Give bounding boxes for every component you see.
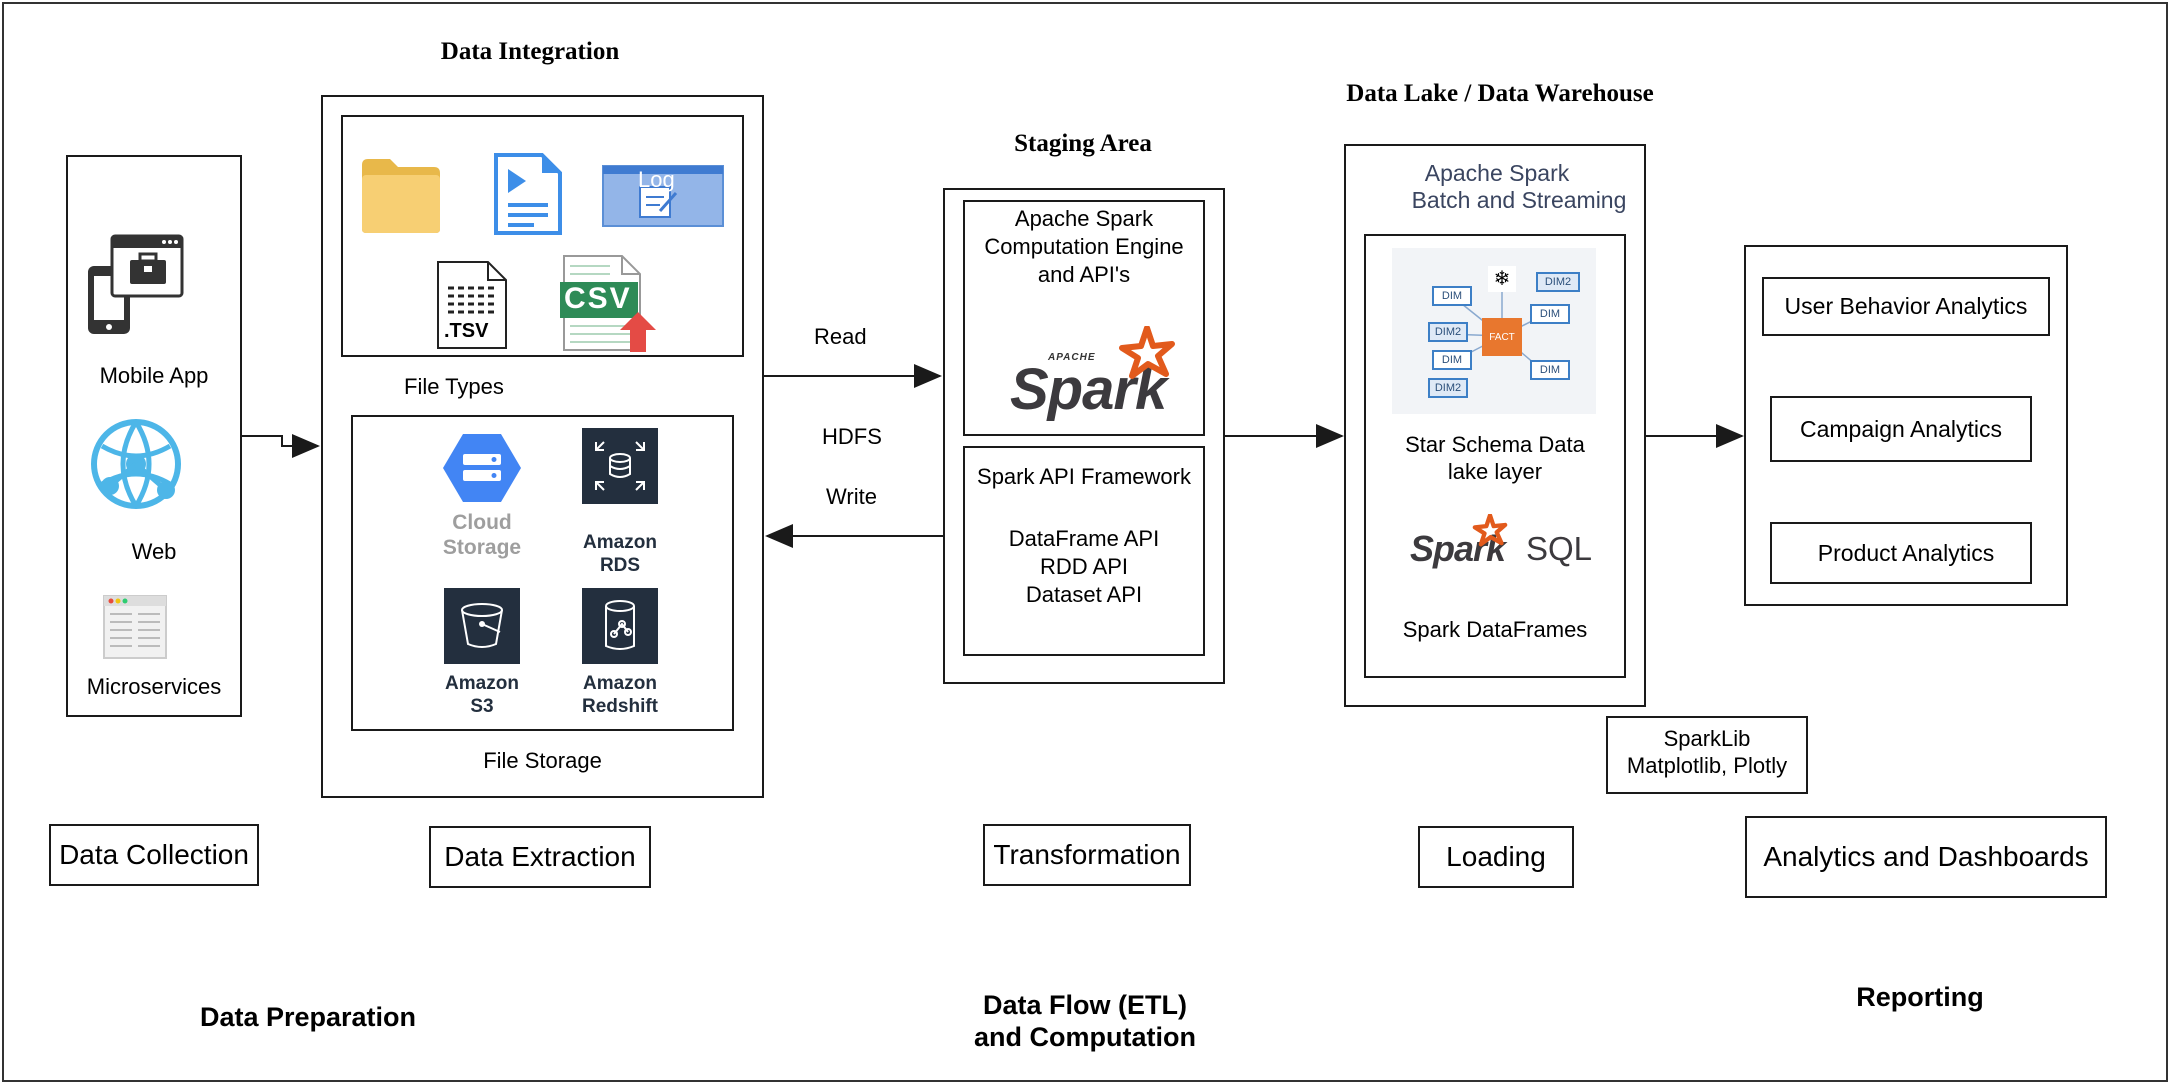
write-label: Write: [826, 484, 877, 509]
schema-dim2-box: DIM2: [1428, 378, 1468, 398]
microservices-icon: [102, 594, 168, 660]
stage-loading: Loading: [1418, 826, 1574, 888]
dataframe-api-label: DataFrame API: [1008, 526, 1160, 551]
microservices-label: Microservices: [86, 674, 222, 699]
web-label: Web: [131, 539, 177, 564]
schema-fact-box: FACT: [1482, 318, 1522, 356]
section-reporting: Reporting: [1856, 982, 1984, 1012]
csv-file-icon: CSV: [560, 254, 660, 354]
sparklib-line-2: Matplotlib, Plotly: [1626, 753, 1788, 778]
amazon-redshift-label-2: Redshift: [582, 696, 658, 717]
stage-data-extraction: Data Extraction: [429, 826, 651, 888]
section-data-flow-line-1: Data Flow (ETL): [983, 990, 1187, 1020]
data-integration-title: Data Integration: [440, 38, 620, 65]
star-schema-line-2: lake layer: [1447, 459, 1543, 484]
amazon-s3-icon: [444, 588, 520, 664]
spark-engine-line-3: and API's: [1037, 262, 1131, 287]
warehouse-header-line-2: Batch and Streaming: [1411, 187, 1627, 213]
schema-dim2-box: DIM2: [1536, 272, 1580, 292]
arrow-sources-to-integration: [242, 434, 320, 458]
spark-sql-star-icon: [1472, 514, 1508, 547]
amazon-s3-label-2: S3: [470, 696, 494, 717]
read-label: Read: [814, 324, 867, 349]
campaign-analytics-box: Campaign Analytics: [1770, 396, 2032, 462]
spark-engine-line-2: Computation Engine: [984, 234, 1184, 259]
apache-label: APACHE: [1048, 352, 1096, 363]
data-warehouse-title: Data Lake / Data Warehouse: [1346, 80, 1654, 107]
rdd-api-label: RDD API: [1039, 554, 1129, 579]
hdfs-label: HDFS: [822, 424, 882, 449]
mobile-app-icon: [86, 232, 186, 337]
folder-icon: [360, 155, 442, 235]
spark-dataframes-label: Spark DataFrames: [1402, 617, 1588, 642]
schema-dim-box: DIM: [1530, 304, 1570, 324]
apache-spark-logo: APACHE Spark: [1010, 326, 1180, 422]
user-behavior-analytics-box: User Behavior Analytics: [1762, 277, 2050, 336]
amazon-redshift-icon: [582, 588, 658, 664]
file-storage-label: File Storage: [483, 748, 602, 773]
schema-dim-box: DIM: [1530, 360, 1570, 380]
file-types-box: [341, 115, 744, 357]
amazon-rds-label-1: Amazon: [583, 532, 657, 553]
amazon-rds-icon: [582, 428, 658, 504]
stage-data-collection: Data Collection: [49, 824, 259, 886]
sparklib-line-1: SparkLib: [1663, 726, 1751, 751]
product-analytics-box: Product Analytics: [1770, 522, 2032, 584]
web-globe-icon: [88, 416, 188, 516]
tsv-label: .TSV: [444, 320, 489, 342]
schema-dim-box: DIM: [1432, 286, 1472, 306]
spark-sql-wordmark: Spark: [1410, 528, 1506, 569]
sql-label: SQL: [1526, 530, 1593, 567]
star-schema-line-1: Star Schema Data: [1405, 432, 1585, 457]
dataset-api-label: Dataset API: [1025, 582, 1143, 607]
stage-analytics-dashboards: Analytics and Dashboards: [1745, 816, 2107, 898]
spark-engine-box: [963, 200, 1205, 436]
staging-area-title: Staging Area: [1014, 130, 1152, 157]
spark-api-framework-box: [963, 446, 1205, 656]
document-play-icon: [492, 153, 564, 235]
star-schema-diagram: ❄ DIM DIM2 DIM DIM2 DIM2 DIM DIM FACT: [1392, 248, 1596, 414]
schema-dim2-box: DIM2: [1428, 322, 1468, 342]
spark-sql-logo: Spark SQL: [1410, 514, 1600, 574]
log-label: Log: [638, 167, 675, 192]
amazon-s3-label-1: Amazon: [445, 673, 519, 694]
file-types-label: File Types: [404, 374, 504, 399]
amazon-rds-label-2: RDS: [599, 555, 641, 576]
schema-dim-box: DIM: [1432, 350, 1472, 370]
log-file-icon: Log: [602, 165, 724, 227]
snowflake-icon: ❄: [1488, 266, 1516, 292]
stage-transformation: Transformation: [983, 824, 1191, 886]
file-storage-box: [351, 415, 734, 731]
section-data-flow-line-2: and Computation: [974, 1022, 1196, 1052]
amazon-redshift-label-1: Amazon: [583, 673, 657, 694]
cloud-storage-label-2: Storage: [442, 536, 522, 559]
section-data-preparation: Data Preparation: [199, 1002, 417, 1032]
cloud-storage-icon: [441, 432, 523, 504]
csv-label: CSV: [564, 282, 632, 315]
tsv-file-icon: .TSV: [436, 260, 508, 350]
sparklib-box: [1606, 716, 1808, 794]
spark-star-icon: [1119, 326, 1175, 379]
warehouse-header-line-1: Apache Spark: [1424, 160, 1570, 186]
mobile-app-label: Mobile App: [99, 363, 209, 388]
spark-engine-line-1: Apache Spark: [1014, 206, 1154, 231]
cloud-storage-label-1: Cloud: [452, 511, 512, 534]
spark-api-framework-label: Spark API Framework: [977, 464, 1191, 489]
